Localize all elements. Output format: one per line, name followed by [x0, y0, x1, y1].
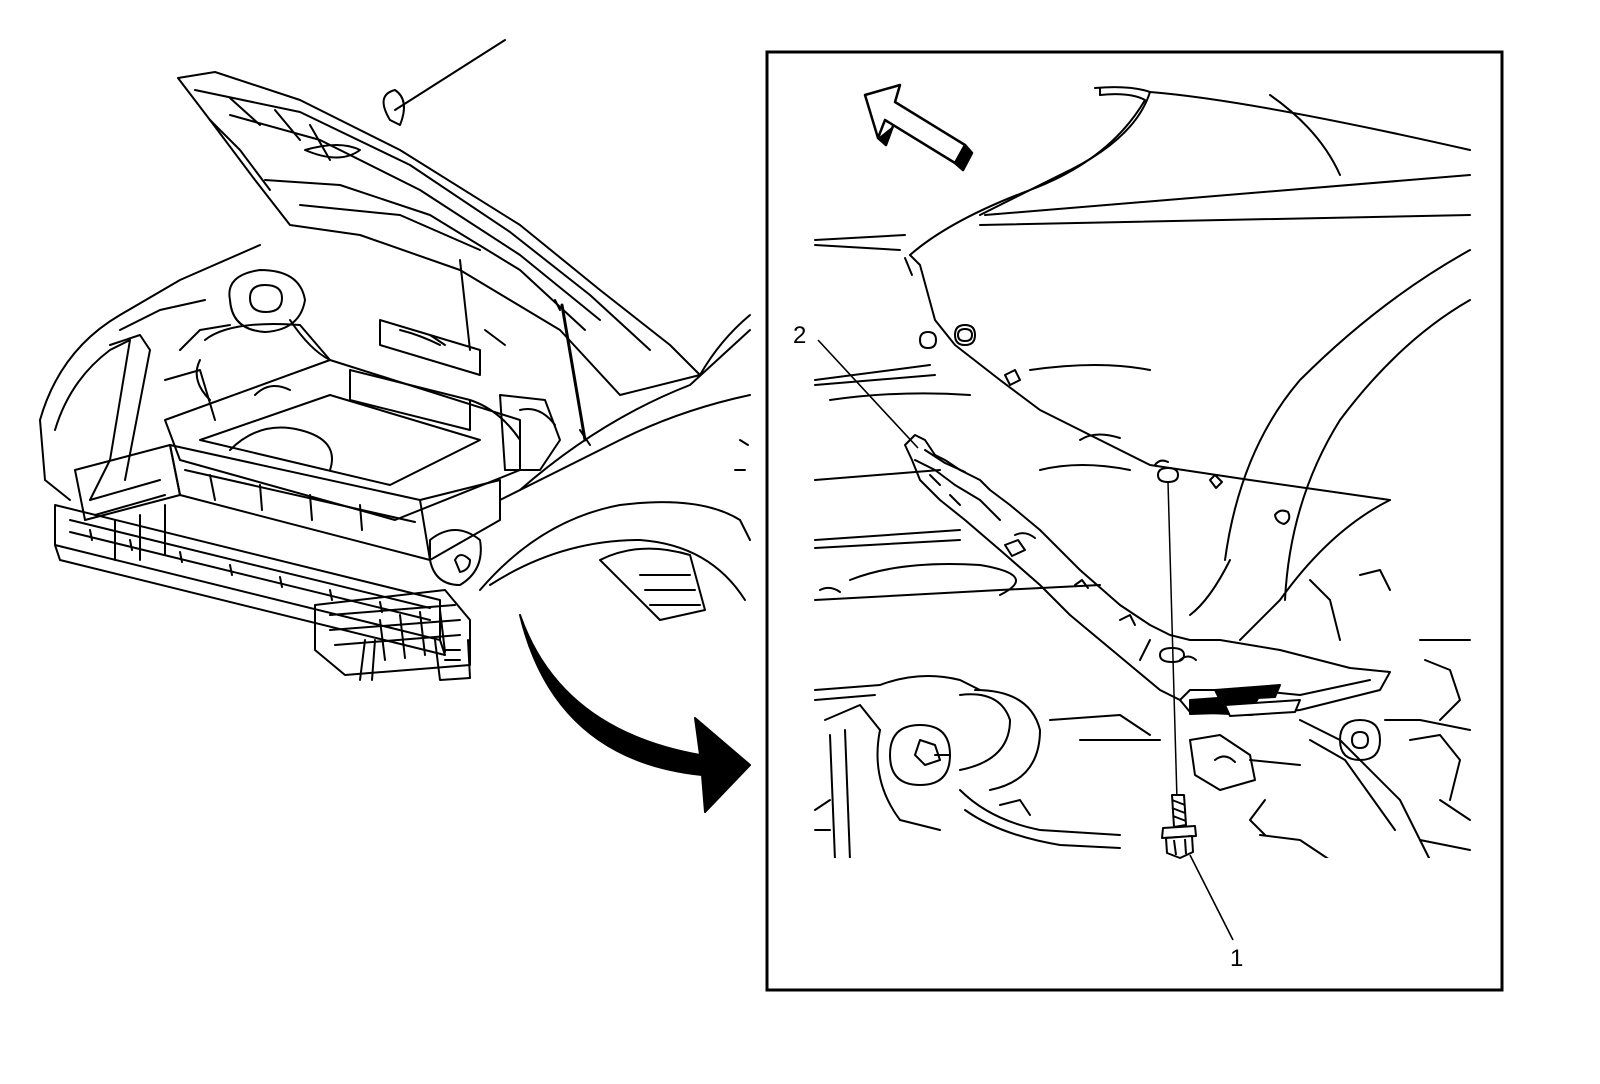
forward-direction-arrow-icon [863, 83, 974, 172]
leader-line-2 [817, 339, 919, 449]
detail-transition-arrow-icon [519, 614, 751, 813]
detail-view: 2 1 [765, 50, 1504, 992]
callout-label-1: 1 [1230, 945, 1243, 972]
leader-line-1 [1189, 854, 1234, 941]
callout-label-2: 2 [793, 322, 806, 349]
vehicle-overview [39, 39, 751, 681]
bolt-icon [1161, 481, 1197, 859]
detail-frame [765, 50, 1504, 992]
